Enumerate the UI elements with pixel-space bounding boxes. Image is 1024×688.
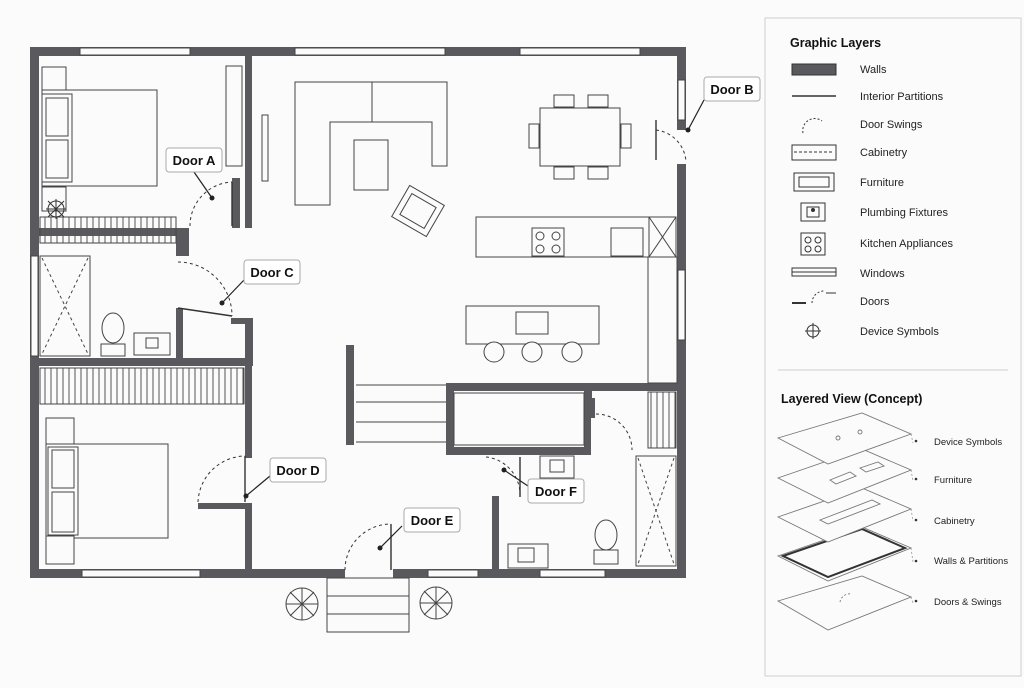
stairs bbox=[356, 384, 446, 443]
door-d-callout: Door D bbox=[243, 457, 327, 499]
legend-item-label: Windows bbox=[860, 268, 905, 280]
layer-label: Furniture bbox=[934, 475, 972, 486]
legend-item-label: Interior Partitions bbox=[860, 91, 944, 103]
legend-item-label: Doors bbox=[860, 296, 890, 308]
door-e-label: Door E bbox=[411, 513, 454, 528]
legend-item-label: Walls bbox=[860, 64, 887, 76]
stove-icon bbox=[800, 232, 826, 256]
legend-item-label: Device Symbols bbox=[860, 326, 939, 338]
layer-bullets bbox=[914, 439, 918, 603]
storage-room bbox=[453, 392, 585, 446]
living-furniture bbox=[261, 81, 448, 238]
shrub-icon bbox=[285, 586, 453, 621]
door-icon bbox=[792, 290, 836, 304]
sofa-icon bbox=[793, 172, 835, 192]
window-icon bbox=[791, 267, 837, 277]
door-e-callout: Door E bbox=[377, 507, 461, 551]
door-swings bbox=[177, 129, 687, 571]
legend-title: Graphic Layers bbox=[790, 36, 881, 50]
bathroom-1-fixtures bbox=[39, 255, 171, 357]
door-c-label: Door C bbox=[250, 265, 294, 280]
legend-panel bbox=[764, 17, 1022, 677]
door-leaves bbox=[177, 120, 657, 570]
bedroom-1-furniture bbox=[39, 65, 243, 244]
door-a-callout: Door A bbox=[165, 147, 223, 201]
legend-labels: Walls Interior Partitions Door Swings Ca… bbox=[860, 64, 953, 338]
layer-label: Cabinetry bbox=[934, 516, 975, 527]
entry-steps bbox=[326, 577, 410, 633]
sink-icon bbox=[800, 202, 826, 222]
door-swing-icon bbox=[802, 118, 823, 134]
door-b-label: Door B bbox=[710, 82, 753, 97]
closet-shelving bbox=[39, 367, 245, 405]
cabinetry-icon bbox=[791, 144, 837, 161]
legend-item-label: Plumbing Fixtures bbox=[860, 207, 949, 219]
door-f-label: Door F bbox=[535, 484, 577, 499]
plan-openings bbox=[30, 47, 686, 578]
crosshair-icon bbox=[805, 323, 821, 339]
door-c-callout: Door C bbox=[219, 259, 301, 306]
layer-label: Device Symbols bbox=[934, 437, 1002, 448]
bedroom-2-furniture bbox=[45, 417, 169, 565]
wall-swatch-icon bbox=[791, 63, 837, 76]
legend-item-label: Door Swings bbox=[860, 119, 923, 131]
legend-item-label: Kitchen Appliances bbox=[860, 238, 953, 250]
legend-item-label: Cabinetry bbox=[860, 147, 908, 159]
door-labels: Door A Door B Door C Door D Door E bbox=[165, 76, 761, 551]
door-d-label: Door D bbox=[276, 463, 319, 478]
door-f-callout: Door F bbox=[501, 467, 585, 504]
plant-icon bbox=[46, 199, 66, 219]
layer-label: Walls & Partitions bbox=[934, 556, 1008, 567]
layered-view-title: Layered View (Concept) bbox=[781, 392, 922, 406]
door-a-label: Door A bbox=[173, 153, 216, 168]
legend-item-label: Furniture bbox=[860, 177, 904, 189]
legend-icons bbox=[791, 63, 837, 339]
layer-labels: Device Symbols Furniture Cabinetry Walls… bbox=[934, 437, 1008, 608]
bathroom-2-fixtures bbox=[507, 391, 677, 569]
layered-view-stack bbox=[776, 412, 913, 631]
door-b-callout: Door B bbox=[685, 76, 761, 133]
layer-label: Doors & Swings bbox=[934, 597, 1002, 608]
layer-connectors bbox=[910, 433, 914, 604]
kitchen bbox=[465, 216, 678, 384]
dining-set bbox=[528, 94, 632, 180]
